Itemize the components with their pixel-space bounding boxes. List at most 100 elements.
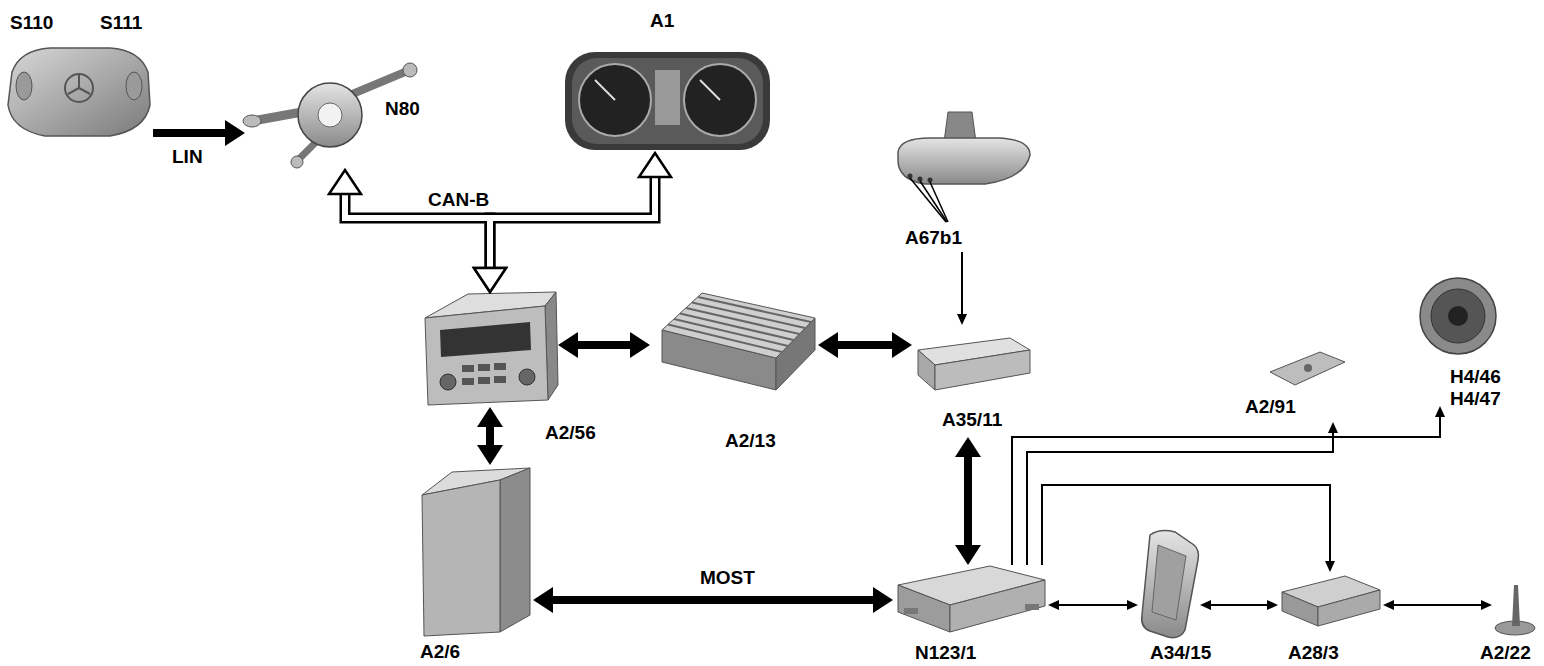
- rear-view-mirror: [898, 112, 1030, 222]
- speaker: [1420, 278, 1496, 354]
- speaker-frame: [1420, 278, 1496, 354]
- plate-connector: [1304, 364, 1312, 372]
- unit-knob: [440, 374, 456, 390]
- gauge: [684, 64, 756, 136]
- arrow-head: [225, 120, 245, 146]
- fin: [668, 325, 782, 353]
- part-label: A2/91: [1245, 396, 1296, 418]
- stalk: [258, 112, 302, 120]
- unit-button: [494, 376, 506, 383]
- communication-module: [898, 566, 1045, 632]
- arrow-head: [533, 587, 553, 613]
- bus-label: LIN: [172, 146, 203, 168]
- part-label: N123/1: [915, 642, 976, 664]
- arrow-head: [1383, 600, 1394, 610]
- fin: [674, 319, 788, 346]
- module-front: [898, 585, 950, 632]
- module-tab: [904, 608, 918, 614]
- arrow-heads: [225, 120, 1492, 613]
- connector: [1027, 433, 1333, 566]
- component-node: A2/22: [1492, 578, 1537, 640]
- arrow-head: [1048, 600, 1059, 610]
- speaker-cone: [1431, 289, 1485, 343]
- part-label: A28/3: [1288, 642, 1339, 664]
- arrow-head: [818, 332, 838, 358]
- cluster-face: [572, 58, 763, 144]
- arrow-head: [639, 153, 671, 177]
- component-node: H4/46H4/47: [1418, 278, 1533, 406]
- star-arm: [68, 88, 79, 94]
- component-node: A1: [565, 48, 770, 153]
- part-label: S111: [100, 12, 142, 34]
- star-arm: [79, 88, 90, 94]
- connector-hollows: [345, 177, 655, 269]
- unit-button: [494, 363, 506, 370]
- arrow-head: [558, 332, 578, 358]
- cradle-body: [1142, 531, 1199, 638]
- column-hub: [298, 83, 362, 147]
- heat-sink-fins: [668, 297, 811, 352]
- column-bore: [318, 103, 342, 127]
- module-side: [935, 350, 1030, 390]
- mirror-button: [928, 178, 933, 183]
- pad-body: [8, 48, 150, 136]
- part-label: A67b1: [905, 227, 962, 249]
- arrow-head: [1435, 406, 1445, 417]
- leader-line: [920, 181, 947, 222]
- component-node: S110S111: [5, 48, 153, 138]
- connector: [490, 177, 655, 269]
- arrow-head: [477, 407, 503, 427]
- stalk-tip: [403, 63, 417, 77]
- connector: [1059, 604, 1128, 606]
- cradle-grip: [1152, 545, 1186, 620]
- part-label: N80: [385, 98, 420, 120]
- part-label: A2/22: [1480, 642, 1531, 664]
- module-front: [1282, 592, 1318, 626]
- part-label: H4/47: [1450, 388, 1501, 410]
- arrow-head: [955, 437, 981, 457]
- antenna-rod: [1512, 585, 1520, 626]
- mirror-body: [898, 138, 1030, 184]
- arrow-head: [474, 268, 506, 292]
- unit-button: [478, 364, 490, 371]
- connector: [1211, 604, 1268, 606]
- module-tab: [1025, 604, 1039, 610]
- module-side: [950, 580, 1045, 632]
- head-unit: [425, 292, 558, 405]
- connector: [578, 341, 631, 349]
- stalk-tip: [291, 156, 303, 168]
- star-arm: [78, 75, 80, 88]
- leader-line: [930, 182, 948, 222]
- arrow-head: [474, 268, 506, 292]
- display: [655, 70, 680, 125]
- connector-lines: [153, 133, 1482, 605]
- antenna-plate: [1270, 352, 1345, 385]
- star-ring: [65, 74, 93, 102]
- connector: [153, 129, 226, 137]
- cluster-housing: [565, 52, 770, 150]
- component-node: A28/3: [1278, 572, 1383, 630]
- arrow-head: [1127, 600, 1138, 610]
- connector: [838, 341, 893, 349]
- bus-label: CAN-B: [428, 189, 489, 211]
- module-front: [918, 350, 935, 390]
- instrument-cluster: [565, 52, 770, 150]
- fin: [692, 303, 805, 329]
- arrow-head: [630, 332, 650, 358]
- plate-body: [1270, 352, 1345, 385]
- component-node: A67b1: [893, 112, 1033, 252]
- unit-front: [425, 306, 548, 405]
- part-label: A35/11: [942, 409, 1002, 431]
- phone-cradle: [1142, 531, 1199, 638]
- connector: [1042, 485, 1330, 565]
- arrow-head: [1200, 600, 1211, 610]
- control-unit-box: [422, 468, 530, 636]
- component-node: A2/13: [650, 288, 818, 393]
- arrow-head: [1267, 600, 1278, 610]
- unit-knob: [519, 369, 535, 385]
- speaker-dome: [1448, 306, 1468, 326]
- connector: [1394, 604, 1482, 606]
- fin: [698, 297, 811, 322]
- arrow-head: [329, 170, 361, 194]
